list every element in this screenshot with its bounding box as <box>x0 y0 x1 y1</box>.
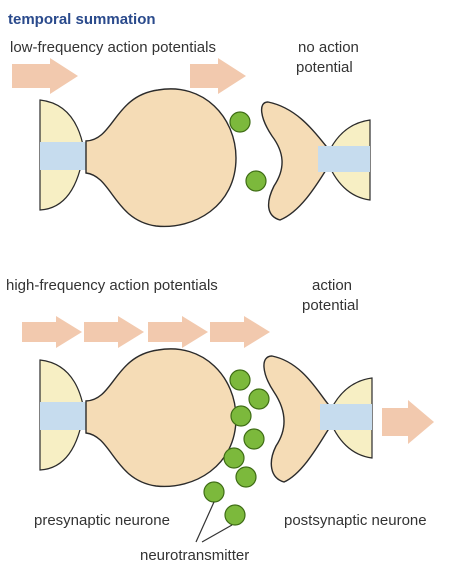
bottom-impulse-arrow-4 <box>210 316 270 348</box>
top-postsynaptic-dendrite <box>261 101 327 221</box>
top-vesicle <box>229 111 251 133</box>
bottom-output-label-line1: action <box>312 277 352 294</box>
top-panel: low-frequency action potentials no actio… <box>10 39 371 228</box>
top-input-label: low-frequency action potentials <box>10 39 216 56</box>
top-postsynaptic-axon <box>318 146 370 172</box>
top-output-label-line2: potential <box>296 59 353 76</box>
bottom-impulse-arrow-1 <box>22 316 82 348</box>
bottom-postsynaptic-dendrite <box>263 355 329 483</box>
bottom-presynaptic-axon <box>40 402 92 430</box>
top-impulse-arrow-2 <box>190 58 246 94</box>
bottom-vesicle <box>203 481 225 503</box>
bottom-vesicle <box>230 405 252 427</box>
bottom-input-label: high-frequency action potentials <box>6 277 218 294</box>
top-impulse-arrow-1 <box>12 58 78 94</box>
neurotransmitter-label: neurotransmitter <box>140 547 249 564</box>
neurotransmitter-pointer-line <box>195 501 215 543</box>
bottom-vesicle <box>224 504 246 526</box>
bottom-output-arrow <box>382 400 434 444</box>
bottom-vesicle <box>235 466 257 488</box>
bottom-vesicle <box>248 388 270 410</box>
top-vesicle <box>245 170 267 192</box>
postsynaptic-neurone-label: postsynaptic neurone <box>284 512 427 529</box>
top-presynaptic-terminal <box>85 88 237 228</box>
top-presynaptic-axon <box>40 142 92 170</box>
presynaptic-neurone-label: presynaptic neurone <box>34 512 170 529</box>
bottom-vesicle <box>229 369 251 391</box>
bottom-output-label-line2: potential <box>302 297 359 314</box>
bottom-vesicle <box>223 447 245 469</box>
diagram-title: temporal summation <box>8 11 156 28</box>
bottom-impulse-arrow-2 <box>84 316 144 348</box>
bottom-vesicle <box>243 428 265 450</box>
top-output-label-line1: no action <box>298 39 359 56</box>
bottom-presynaptic-terminal <box>85 348 237 488</box>
bottom-postsynaptic-axon <box>320 404 372 430</box>
bottom-impulse-arrow-3 <box>148 316 208 348</box>
neurotransmitter-pointer-line <box>201 524 233 543</box>
bottom-panel: high-frequency action potentials action … <box>6 277 434 564</box>
